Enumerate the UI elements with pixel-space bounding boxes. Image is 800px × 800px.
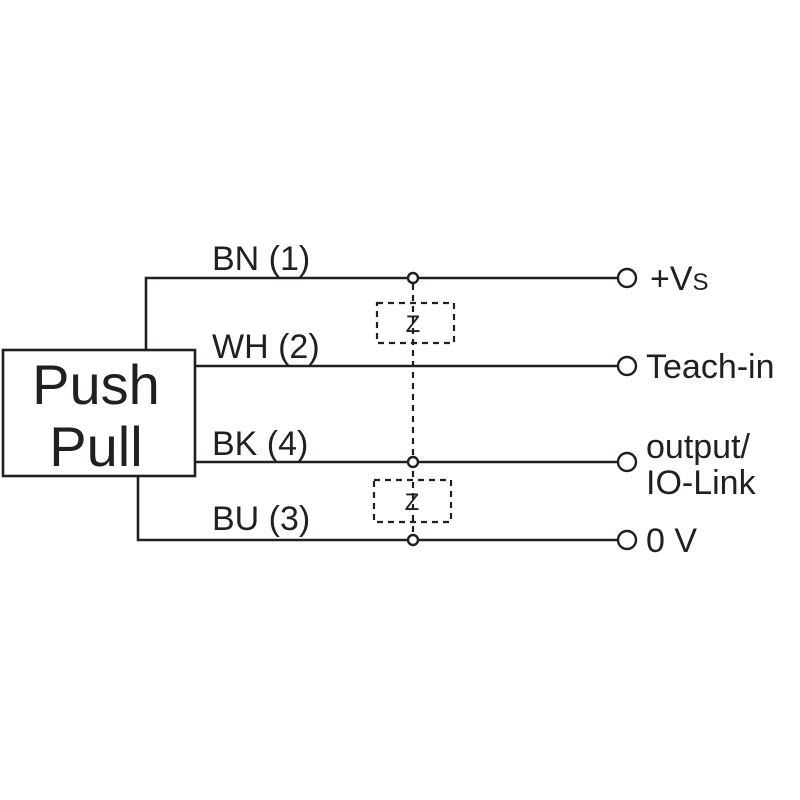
wire-label-bk: BK (4) (212, 425, 308, 463)
terminal-0v (616, 529, 638, 551)
junction-node-bk (406, 455, 420, 469)
terminal-output (616, 451, 638, 473)
wire-bn (144, 276, 618, 350)
z-label-lower: Z (405, 489, 420, 516)
wire-label-bn: BN (1) (212, 240, 310, 278)
wire-bu (136, 476, 618, 542)
terminal-teach-in (616, 355, 638, 377)
push-pull-box (1, 348, 197, 478)
box-label-line1: Push (32, 353, 160, 416)
vs-main-text: +V (650, 260, 693, 298)
terminal-label-output-2: IO-Link (646, 464, 757, 502)
z-label-upper: Z (406, 311, 421, 338)
terminal-label-output-1: output/ (646, 428, 751, 466)
box-label-line2: Pull (49, 415, 142, 478)
junction-node-bu (406, 533, 420, 547)
vs-subscript: S (693, 269, 709, 296)
wire-label-wh: WH (2) (212, 328, 320, 366)
terminal-label-vs: +VS (650, 260, 709, 298)
z-box-upper (375, 301, 456, 345)
wire-label-bu: BU (3) (212, 500, 310, 538)
junction-node-bn (406, 271, 420, 285)
terminal-label-teach-in: Teach-in (646, 348, 775, 386)
z-box-lower (372, 478, 453, 524)
terminal-label-0v: 0 V (646, 522, 697, 560)
terminal-vs (616, 267, 638, 289)
